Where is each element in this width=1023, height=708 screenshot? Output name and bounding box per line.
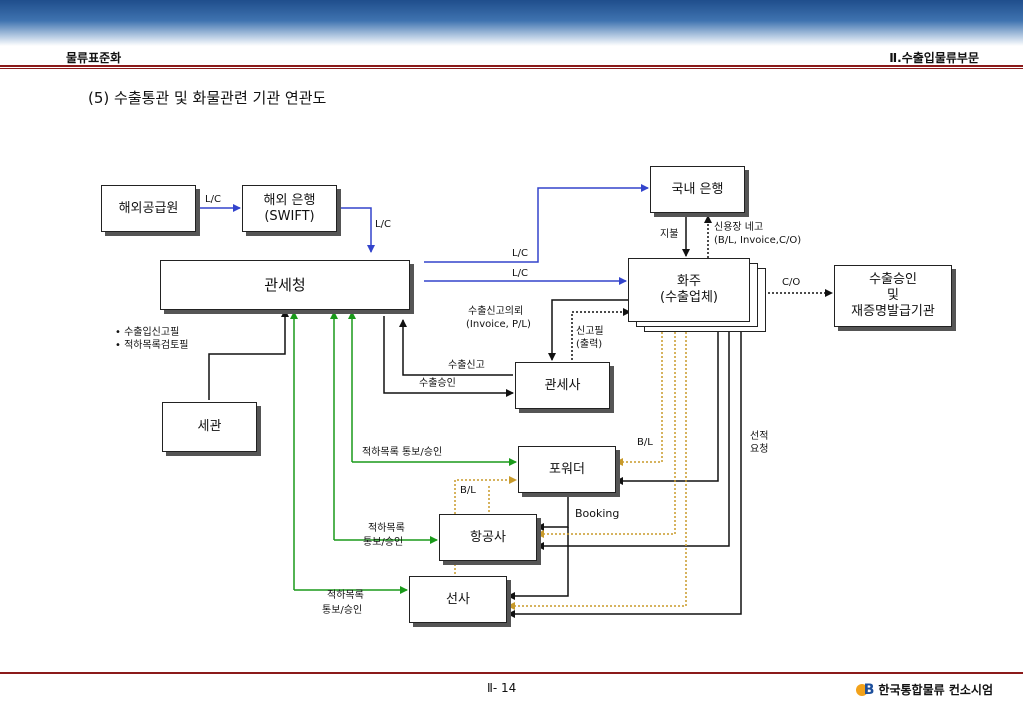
approval-label-3: 재증명발급기관 — [851, 304, 935, 319]
page-heading: (5) 수출통관 및 화물관련 기관 연관도 — [88, 89, 327, 107]
shipper-label: 화주 — [677, 274, 701, 289]
customs-broker-box: 관세사 — [515, 362, 610, 409]
bl-airline-label: B/L — [460, 485, 476, 496]
manifest-airline-label-2: 통보/승인 — [363, 537, 404, 548]
customs-broker-label: 관세사 — [544, 377, 581, 393]
shipper-box: 화주(수출업체) — [628, 258, 750, 322]
header-rule — [0, 65, 1023, 67]
declaration-cert-label: 신고필 — [576, 326, 604, 337]
consortium-logo-icon: B — [855, 681, 875, 698]
bl-forwarder-label: B/L — [637, 437, 653, 448]
lc-label-3: L/C — [512, 248, 528, 259]
shipping-line-label: 선사 — [446, 591, 470, 607]
customs-note-1: • 수출입신고필 — [115, 327, 180, 338]
shipping-line-box: 선사 — [409, 576, 507, 623]
header-rule-thin — [0, 68, 1023, 69]
foreign-bank-label: 해외 은행 — [263, 192, 316, 208]
forwarder-label: 포워더 — [549, 461, 585, 477]
loading-request-label-2: 요청 — [750, 444, 769, 455]
declaration-request-label: 수출신고의뢰 — [468, 306, 524, 317]
shipper-sub-label: (수출업체) — [660, 290, 718, 305]
lc-label-4: L/C — [512, 268, 528, 279]
approval-label-1: 수출승인 — [869, 272, 917, 287]
loading-request-label-1: 선적 — [750, 431, 769, 442]
airline-box: 항공사 — [439, 514, 537, 561]
domestic-bank-label: 국내 은행 — [671, 181, 724, 197]
brand-name: 한국통합물류 컨소시엄 — [878, 683, 993, 697]
manifest-shipping-label-2: 통보/승인 — [322, 605, 363, 616]
customs-service-box: 관세청 — [160, 260, 410, 310]
supplier-label: 해외공급원 — [118, 200, 179, 216]
page-number: Ⅱ- 14 — [487, 681, 517, 695]
lc-negotiation-label: 신용장 네고 — [714, 222, 764, 233]
approval-label-2: 및 — [887, 288, 899, 303]
header-left-title: 물류표준화 — [66, 51, 122, 65]
customs-note-2: • 적하목록검토필 — [115, 340, 189, 351]
footer-brand: B 한국통합물류 컨소시엄 — [855, 681, 993, 698]
payment-label: 지불 — [660, 229, 679, 240]
lc-label-1: L/C — [205, 194, 221, 205]
export-approval-label: 수출승인 — [419, 378, 456, 389]
customs-office-box: 세관 — [162, 402, 257, 452]
manifest-airline-label-1: 적하목록 — [368, 523, 405, 534]
airline-label: 항공사 — [470, 529, 506, 545]
foreign-bank-box: 해외 은행(SWIFT) — [242, 185, 337, 232]
manifest-shipping-label-1: 적하목록 — [327, 590, 364, 601]
header-band — [0, 0, 1023, 46]
footer-rule — [0, 672, 1023, 674]
forwarder-box: 포워더 — [518, 446, 616, 493]
export-declaration-label: 수출신고 — [448, 360, 485, 371]
header-right-title: Ⅱ.수출입물류부문 — [889, 51, 979, 65]
foreign-bank-swift-label: (SWIFT) — [264, 208, 315, 224]
lc-documents-label: (B/L, Invoice,C/O) — [714, 235, 802, 246]
declaration-print-label: (출력) — [576, 339, 603, 350]
declaration-request-docs-label: (Invoice, P/L) — [466, 319, 531, 330]
logo-letter: B — [863, 681, 875, 698]
customs-service-label: 관세청 — [264, 276, 306, 294]
lc-label-2: L/C — [375, 219, 391, 230]
customs-office-label: 세관 — [197, 419, 222, 434]
supplier-box: 해외공급원 — [101, 185, 196, 232]
domestic-bank-box: 국내 은행 — [650, 166, 745, 213]
booking-label: Booking — [575, 507, 620, 520]
co-label: C/O — [782, 277, 801, 288]
manifest-forwarder-label: 적하목록 통보/승인 — [362, 447, 443, 458]
